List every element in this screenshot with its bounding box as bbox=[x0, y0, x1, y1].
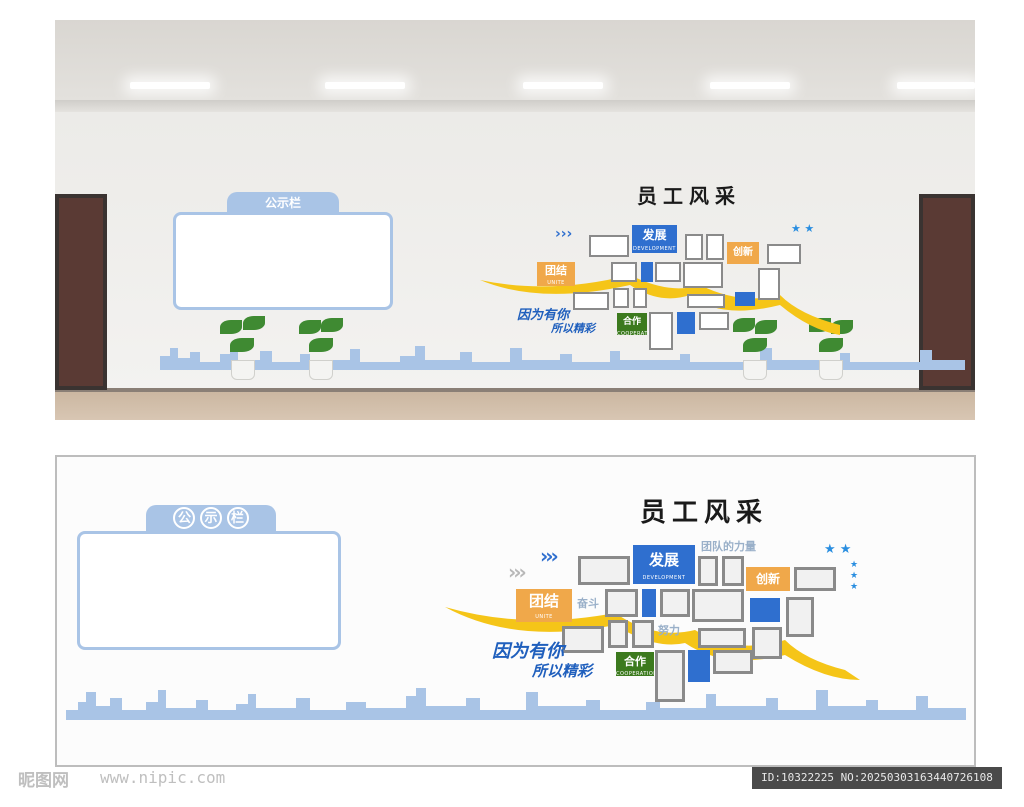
photo-frame bbox=[578, 556, 630, 585]
right-door bbox=[919, 194, 975, 390]
plant-leaf bbox=[243, 316, 265, 330]
ceiling-edge bbox=[55, 100, 975, 112]
notice-board-tab: 公 示 栏 bbox=[146, 505, 276, 533]
plant-leaf bbox=[299, 320, 321, 334]
plant-leaf bbox=[230, 338, 254, 352]
plant-leaf bbox=[321, 318, 343, 332]
photo-frame bbox=[698, 556, 718, 586]
team-strength-text: 团队的力量 bbox=[701, 540, 756, 553]
photo-frame bbox=[683, 262, 723, 288]
photo-frame bbox=[758, 268, 780, 300]
struggle-text: 奋斗 bbox=[577, 597, 599, 610]
plant-pot bbox=[743, 360, 767, 380]
photo-frame bbox=[655, 262, 681, 282]
photo-frame bbox=[589, 235, 629, 257]
photo-notice-board bbox=[173, 212, 393, 310]
plant-leaf bbox=[733, 318, 755, 332]
notice-char: 示 bbox=[200, 507, 222, 529]
plant-leaf bbox=[819, 338, 843, 352]
photo-frame bbox=[660, 589, 690, 617]
photo-blue-block bbox=[677, 312, 695, 334]
ceiling-light bbox=[523, 82, 603, 89]
photo-blue-block bbox=[641, 262, 653, 282]
photo-frame bbox=[633, 288, 647, 308]
photo-frame bbox=[699, 312, 729, 330]
ceiling-light bbox=[325, 82, 405, 89]
box-innovation: 创新 bbox=[746, 567, 790, 591]
photo-slogan-line1: 因为有你 bbox=[517, 308, 570, 323]
yellow-ribbon bbox=[445, 607, 860, 680]
wall-title: 员工风采 bbox=[640, 498, 769, 528]
photo-frame bbox=[605, 589, 638, 617]
photo-notice-tab: 公示栏 bbox=[227, 192, 339, 214]
slogan-line1: 因为有你 bbox=[492, 641, 564, 662]
notice-char: 公 bbox=[173, 507, 196, 529]
photo-stars-icon: ★ ★ bbox=[791, 222, 815, 235]
plant-leaf bbox=[309, 338, 333, 352]
plant-leaf bbox=[743, 338, 767, 352]
photo-frame bbox=[613, 288, 629, 308]
city-skyline bbox=[66, 688, 966, 720]
plant-leaf bbox=[755, 320, 777, 334]
notice-char: 栏 bbox=[226, 507, 249, 529]
photo-wall-title: 员工风采 bbox=[637, 184, 741, 208]
photo-frame bbox=[608, 620, 628, 648]
photo-frame bbox=[713, 650, 753, 674]
photo-frame bbox=[611, 262, 637, 282]
arrows-icon: ››› bbox=[540, 544, 559, 568]
blue-block bbox=[688, 650, 710, 682]
photo-skyline bbox=[160, 346, 965, 370]
plant-pot bbox=[309, 360, 333, 380]
photo-frame bbox=[752, 627, 782, 659]
left-door bbox=[55, 194, 107, 390]
photo-frame bbox=[649, 312, 673, 350]
small-stars-icon: ★★★ bbox=[850, 560, 859, 592]
effort-text: 努力 bbox=[658, 624, 680, 637]
photo-frame bbox=[692, 589, 744, 622]
slogan-line2: 所以精彩 bbox=[532, 662, 593, 680]
photo-frame bbox=[632, 620, 654, 648]
ceiling-light bbox=[897, 82, 975, 89]
ceiling-light bbox=[130, 82, 210, 89]
plant-pot bbox=[819, 360, 843, 380]
photo-frame bbox=[573, 292, 609, 310]
photo-frame bbox=[562, 626, 604, 653]
plant-pot bbox=[231, 360, 255, 380]
ceiling-light bbox=[710, 82, 790, 89]
photo-blue-block bbox=[735, 292, 755, 306]
plant-leaf bbox=[220, 320, 242, 334]
watermark-logo: 昵图网 bbox=[18, 771, 69, 791]
skirting-board bbox=[55, 388, 975, 393]
photo-arrows: ››› bbox=[555, 226, 573, 242]
notice-board-panel bbox=[77, 531, 341, 650]
watermark-id-bar: ID:10322225 NO:20250303163440726108 bbox=[752, 767, 1002, 789]
photo-frame bbox=[706, 234, 724, 260]
watermark-url: www.nipic.com bbox=[100, 768, 226, 787]
blue-block bbox=[642, 589, 656, 617]
photo-frame bbox=[687, 294, 725, 308]
photo-frame bbox=[786, 597, 814, 637]
photo-frame bbox=[722, 556, 744, 586]
stars-icon: ★ ★ bbox=[824, 542, 852, 557]
photo-slogan-line2: 所以精彩 bbox=[551, 322, 595, 335]
photo-frame bbox=[655, 650, 685, 702]
photo-frame bbox=[698, 628, 746, 648]
arrows-light-icon: ››› bbox=[508, 560, 527, 584]
photo-frame bbox=[794, 567, 836, 591]
floor bbox=[55, 392, 975, 420]
blue-block bbox=[750, 598, 780, 622]
photo-box-innovation: 创新 bbox=[727, 242, 759, 264]
photo-frame bbox=[685, 234, 703, 260]
photo-frame bbox=[767, 244, 801, 264]
photo-ribbon bbox=[480, 275, 840, 335]
